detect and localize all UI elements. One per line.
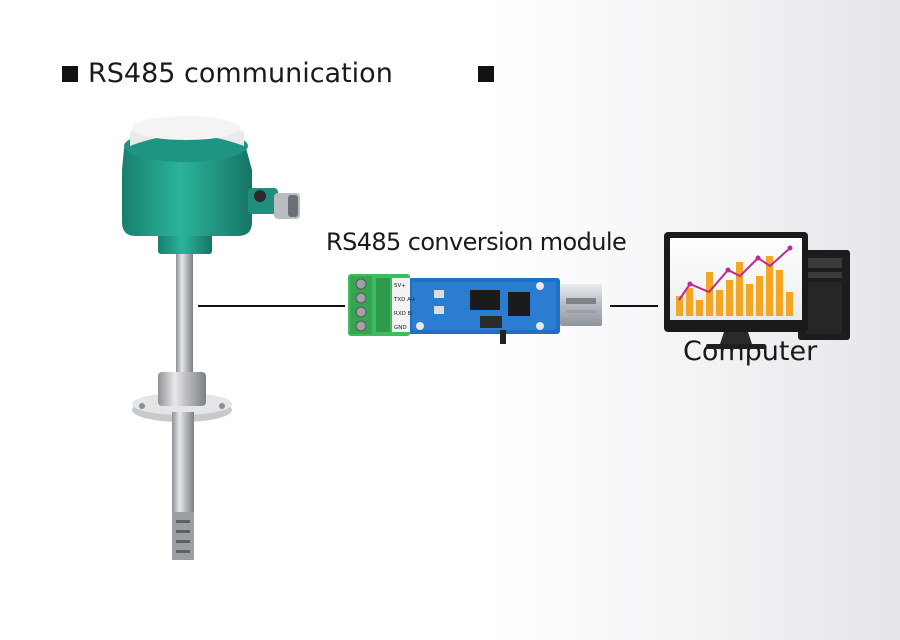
rs485-module-icon bbox=[348, 274, 602, 344]
pin-label-rxd: RXD B- bbox=[394, 311, 413, 317]
temperature-sensor-icon bbox=[122, 116, 300, 560]
pin-label-txd: TXD A+ bbox=[393, 297, 416, 303]
page-title: RS485 communication bbox=[88, 58, 393, 89]
module-label: RS485 conversion module bbox=[326, 228, 627, 256]
pin-label-gnd: GND bbox=[394, 325, 407, 331]
pin-label-5v: 5V+ bbox=[394, 283, 406, 289]
computer-icon bbox=[664, 232, 850, 349]
trailing-bullet-icon bbox=[478, 66, 494, 82]
title-bullet-icon bbox=[62, 66, 78, 82]
